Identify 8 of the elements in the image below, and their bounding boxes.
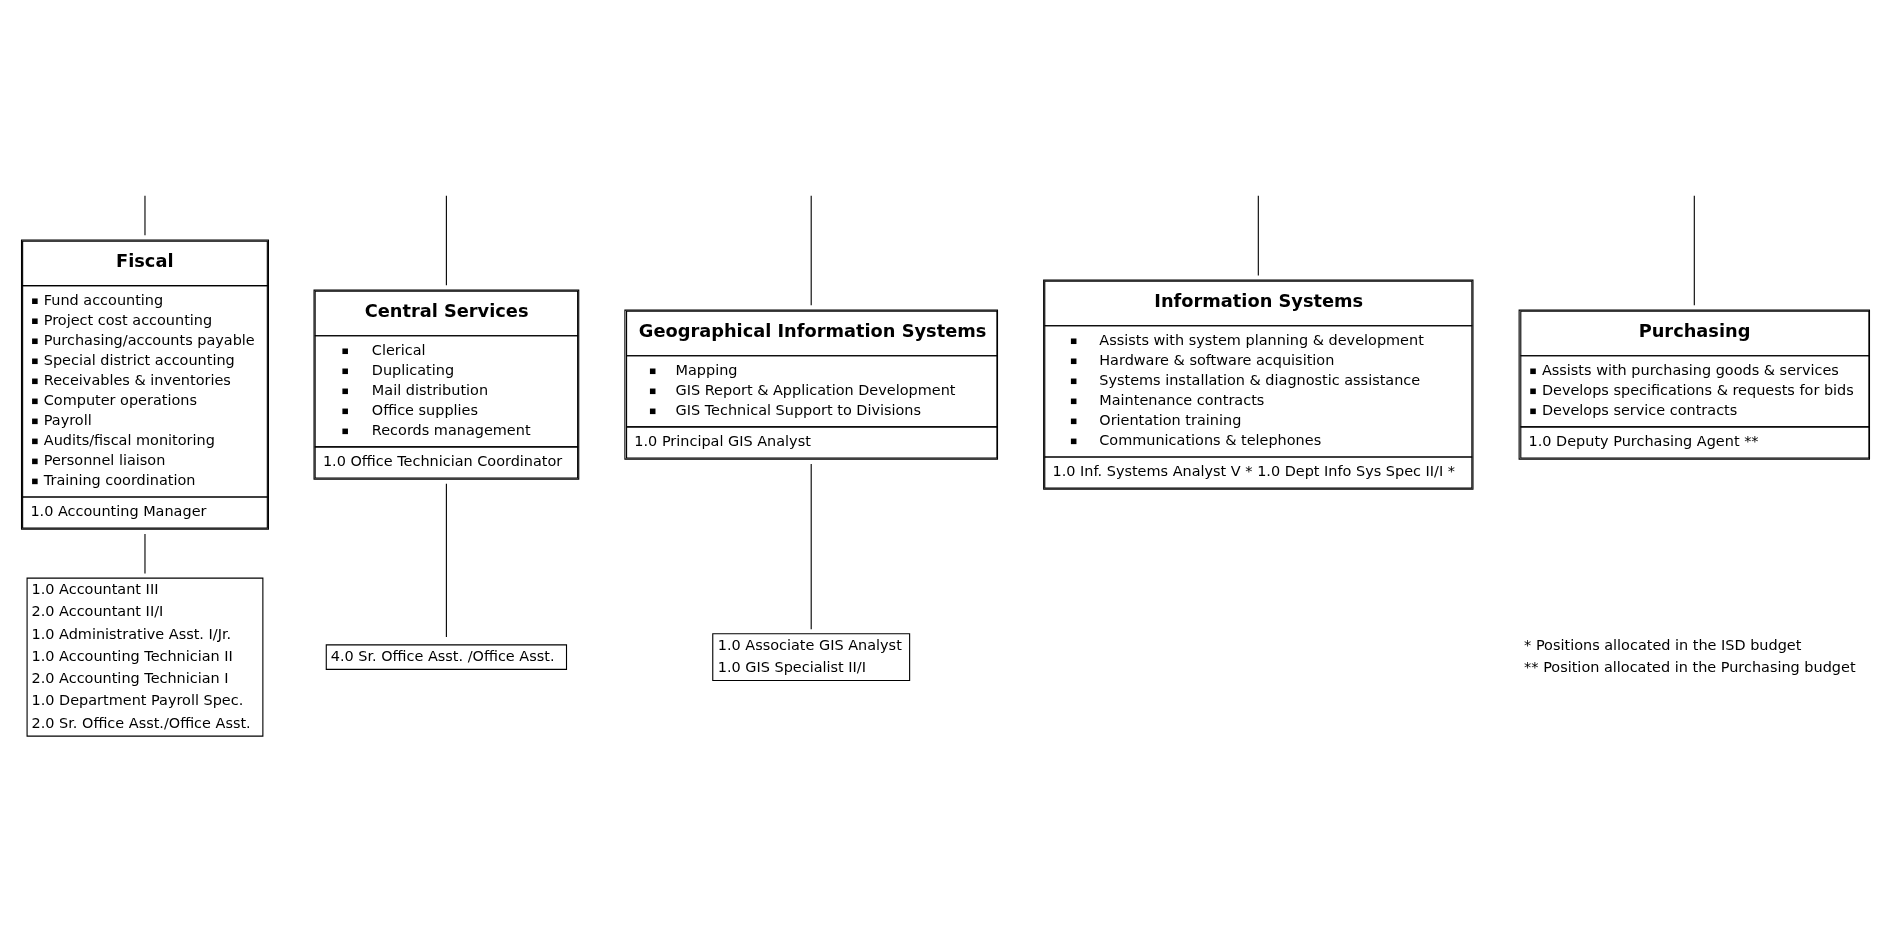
connector [445,483,447,638]
connector [1693,195,1695,306]
connector [810,463,812,630]
connector [810,195,812,306]
label: ** Position allocated in the Purchasing budget [1524,659,1856,676]
label: * Positions allocated in the ISD budget [1524,636,1802,653]
connector [445,195,447,286]
connector [1257,195,1259,277]
